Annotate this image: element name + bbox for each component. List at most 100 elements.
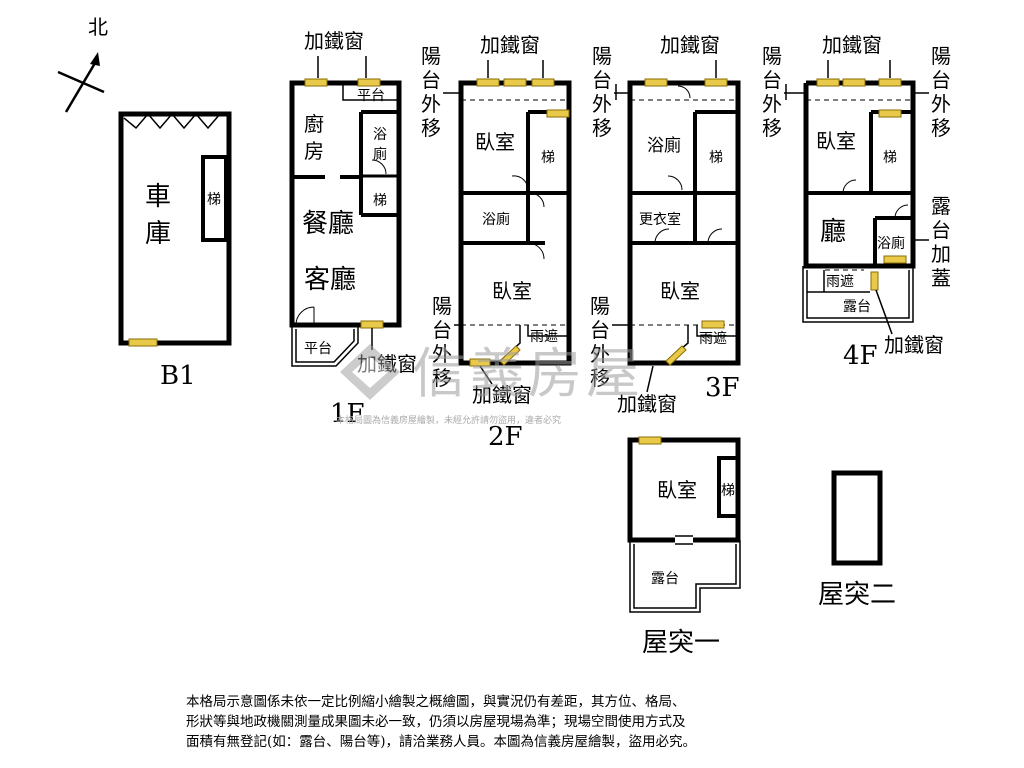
disclaimer-line-3: 面積有無登記(如：露台、陽台等)，請洽業務人員。本圖為信義房屋繪製，盜用必究。 bbox=[186, 734, 697, 750]
1f-dining-label: 餐廳 bbox=[302, 209, 354, 239]
b1-window bbox=[128, 338, 158, 347]
floor-3f: 浴廁 梯 更衣室 臥室 雨遮 3F bbox=[627, 78, 741, 403]
svg-text:台: 台 bbox=[762, 68, 782, 92]
svg-text:移: 移 bbox=[762, 116, 782, 140]
1f-floor-label: 1F bbox=[330, 399, 365, 429]
brand-logo-icon bbox=[340, 344, 400, 400]
iron-window-note-1f: 加鐵窗 bbox=[304, 29, 364, 53]
compass: 北 bbox=[57, 15, 108, 113]
balcony-shift-note-4f-top: 陽 台 外 移 bbox=[762, 44, 806, 140]
iron-window-note-2f: 加鐵窗 bbox=[480, 33, 540, 57]
1f-living-label: 客廳 bbox=[304, 265, 356, 295]
svg-text:陽: 陽 bbox=[590, 294, 610, 318]
floor-b1: 車 庫 梯 B1 bbox=[118, 111, 232, 391]
disclaimer: 本格局示意圖係未依一定比例縮小繪製之概繪圖，與實況仍有差距，其方位、格局、 形狀… bbox=[186, 692, 876, 752]
svg-text:外: 外 bbox=[762, 92, 782, 116]
svg-text:台: 台 bbox=[432, 318, 452, 342]
iron-window-note-2f-bottom: 加鐵窗 bbox=[472, 383, 532, 407]
1f-platform-bottom-outline bbox=[291, 325, 359, 367]
1f-platform-top-label: 平台 bbox=[357, 88, 385, 104]
svg-text:台: 台 bbox=[421, 68, 441, 92]
compass-north-label: 北 bbox=[88, 15, 108, 39]
svg-text:加: 加 bbox=[931, 242, 951, 266]
north-arrow-head bbox=[90, 52, 100, 66]
3f-stair-label: 梯 bbox=[709, 150, 723, 166]
svg-text:陽: 陽 bbox=[762, 44, 782, 68]
4f-bedroom-label: 臥室 bbox=[816, 129, 856, 153]
svg-text:蓋: 蓋 bbox=[931, 266, 951, 290]
4f-terrace-outline bbox=[802, 266, 914, 323]
svg-text:台: 台 bbox=[590, 318, 610, 342]
balcony-shift-note-2f-top: 陽 台 外 移 bbox=[421, 44, 461, 140]
floor-2f: 臥室 梯 浴廁 臥室 雨遮 2F bbox=[458, 78, 572, 452]
b1-garage-label-1: 車 bbox=[145, 182, 171, 212]
balcony-shift-note-4f-right: 陽 台 外 移 bbox=[913, 44, 951, 140]
4f-floor-label: 4F bbox=[843, 341, 878, 371]
svg-text:陽: 陽 bbox=[432, 294, 452, 318]
roof2-floor-label: 屋突二 bbox=[818, 580, 896, 610]
b1-roller-door bbox=[123, 112, 221, 130]
watermark: 信義房屋 本格局圖為信義房屋繪製，未經允許請勿盜用，違者必究 bbox=[336, 342, 644, 426]
4f-stair-label: 梯 bbox=[883, 150, 897, 166]
svg-text:外: 外 bbox=[590, 342, 610, 366]
1f-window-3 bbox=[360, 320, 384, 329]
roof1-floor-label: 屋突一 bbox=[642, 628, 720, 658]
iron-window-note-3f-bottom: 加鐵窗 bbox=[617, 392, 677, 416]
roof2-outline bbox=[831, 470, 883, 566]
svg-text:移: 移 bbox=[931, 116, 951, 140]
floor-1f: 平台 廚 房 浴 廁 梯 餐廳 客廳 平台 1F bbox=[289, 78, 402, 429]
svg-text:外: 外 bbox=[592, 92, 612, 116]
svg-text:移: 移 bbox=[432, 366, 452, 390]
4f-terrace-label: 露台 bbox=[843, 299, 871, 315]
svg-text:移: 移 bbox=[592, 116, 612, 140]
4f-canopy-label: 雨遮 bbox=[826, 274, 854, 290]
watermark-brand: 信義房屋 bbox=[412, 342, 644, 405]
roof1-stair-label: 梯 bbox=[721, 483, 735, 499]
iron-window-note-4f: 加鐵窗 bbox=[822, 33, 882, 57]
balcony-shift-note-3f-top: 陽 台 外 移 bbox=[592, 44, 630, 140]
4f-bath-label: 浴廁 bbox=[877, 235, 905, 252]
svg-text:移: 移 bbox=[590, 366, 610, 390]
svg-text:移: 移 bbox=[421, 116, 441, 140]
2f-bath-label: 浴廁 bbox=[482, 211, 510, 228]
roof1-terrace-outline bbox=[629, 540, 741, 613]
north-arrow bbox=[64, 57, 100, 113]
4f-hall-label: 廳 bbox=[820, 217, 846, 247]
iron-window-note-3f: 加鐵窗 bbox=[660, 33, 720, 57]
svg-text:外: 外 bbox=[421, 92, 441, 116]
2f-bedroom-top-label: 臥室 bbox=[475, 130, 515, 154]
watermark-notice: 本格局圖為信義房屋繪製，未經允許請勿盜用，違者必究 bbox=[336, 414, 561, 426]
1f-kitchen-label-2: 房 bbox=[304, 139, 324, 163]
svg-text:台: 台 bbox=[931, 68, 951, 92]
svg-text:露: 露 bbox=[931, 194, 951, 218]
svg-text:陽: 陽 bbox=[592, 44, 612, 68]
1f-kitchen-label-1: 廚 bbox=[304, 112, 324, 136]
1f-window-1 bbox=[304, 78, 328, 87]
svg-text:外: 外 bbox=[432, 342, 452, 366]
b1-floor-label: B1 bbox=[160, 361, 196, 391]
b1-outline bbox=[118, 111, 232, 346]
svg-text:台: 台 bbox=[931, 218, 951, 242]
floor-roof-1: 臥室 梯 露台 屋突一 bbox=[627, 436, 741, 658]
b1-stair-box bbox=[201, 155, 228, 242]
1f-bath-label-2: 廁 bbox=[373, 146, 387, 163]
1f-stair-label: 梯 bbox=[373, 193, 387, 209]
svg-text:陽: 陽 bbox=[421, 44, 441, 68]
floor-4f: 臥室 梯 廳 浴廁 雨遮 露台 4F bbox=[802, 78, 916, 371]
svg-text:台: 台 bbox=[592, 68, 612, 92]
b1-stair-label: 梯 bbox=[207, 192, 221, 208]
balcony-shift-note-2f-bottom: 陽 台 外 移 bbox=[432, 294, 461, 390]
3f-canopy-label: 雨遮 bbox=[699, 331, 727, 347]
1f-window-2 bbox=[357, 78, 381, 87]
3f-bath-label: 浴廁 bbox=[647, 135, 681, 156]
2f-canopy-label: 雨遮 bbox=[530, 329, 558, 345]
floor-roof-2: 屋突二 bbox=[818, 470, 896, 610]
2f-stair-label: 梯 bbox=[541, 150, 555, 166]
roof1-bedroom-label: 臥室 bbox=[657, 478, 697, 502]
1f-platform-bottom-label: 平台 bbox=[304, 341, 332, 357]
balcony-shift-annotations: 陽 台 外 移 陽 台 外 移 陽 台 外 移 陽 台 外 移 bbox=[421, 44, 951, 390]
2f-outline bbox=[458, 80, 572, 366]
1f-bath-label-1: 浴 bbox=[373, 127, 387, 143]
balcony-shift-note-3f-bottom: 陽 台 外 移 bbox=[590, 294, 630, 390]
